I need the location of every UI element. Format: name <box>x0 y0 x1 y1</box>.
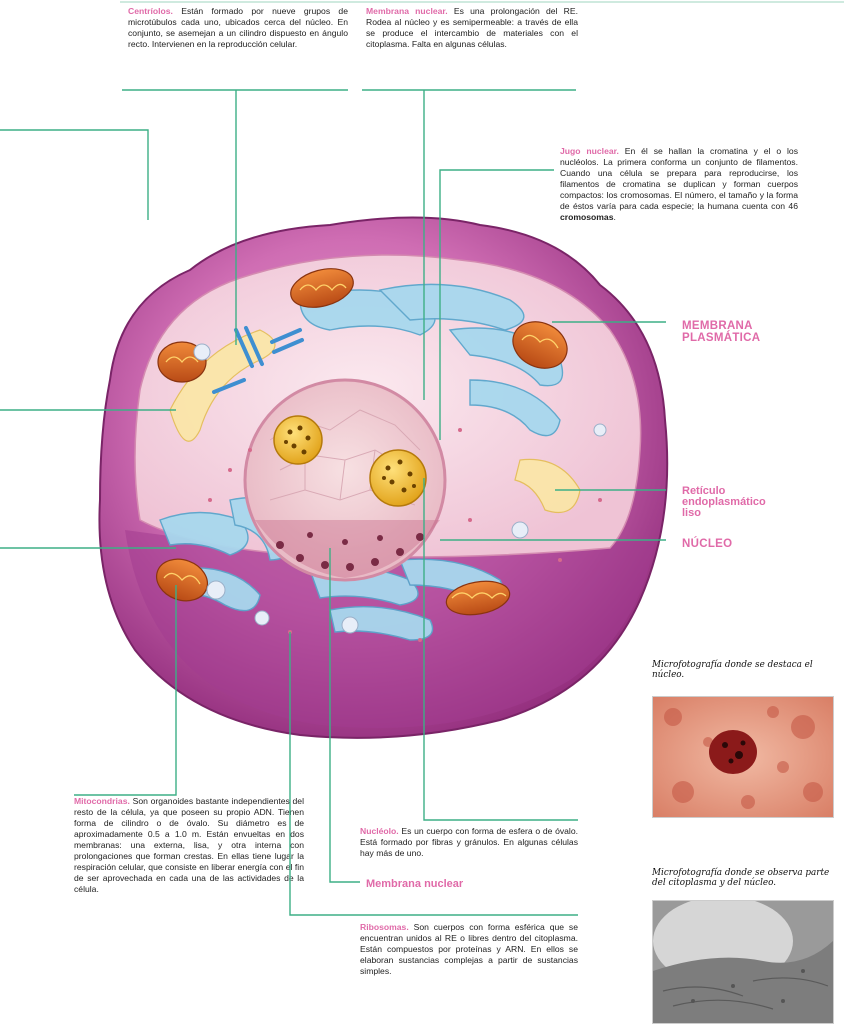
note-mitocondrias: Mitocondrias. Son organoides bastante in… <box>74 796 304 895</box>
note-mitocondrias-text: Son organoides bastante independientes d… <box>74 796 304 894</box>
label-reticulo-liso: Retículo endoplasmático liso <box>682 486 766 519</box>
label-reticulo-line3: liso <box>682 508 766 519</box>
micrograph-nucleus-image <box>652 696 834 818</box>
nucleolus-right <box>370 450 426 506</box>
micrograph-cytoplasm-image <box>652 900 834 1024</box>
note-jugo-nuclear-end: . <box>614 212 616 222</box>
smooth-er <box>170 330 580 513</box>
note-membrana-nuclear-title: Membrana nuclear. <box>366 6 448 16</box>
cytoplasm <box>135 255 641 557</box>
label-membrana-plasmatica-line2: PLASMÁTICA <box>682 332 760 344</box>
centrioles <box>214 328 302 392</box>
note-jugo-nuclear: Jugo nuclear. En él se hallan la cromati… <box>560 146 798 223</box>
nucleus <box>245 380 445 580</box>
nucleolus-left <box>274 416 322 464</box>
note-centriolos-title: Centríolos. <box>128 6 173 16</box>
caption-photo-citoplasma: Microfotografía donde se observa parte d… <box>652 868 842 888</box>
mitochondria <box>151 262 575 619</box>
label-membrana-nuclear-bottom: Membrana nuclear <box>366 878 463 890</box>
note-jugo-nuclear-title: Jugo nuclear. <box>560 146 619 156</box>
note-membrana-nuclear: Membrana nuclear. Es una prolongación de… <box>366 6 578 50</box>
label-nucleo: NÚCLEO <box>682 538 732 550</box>
note-ribosomas-title: Ribosomas. <box>360 922 409 932</box>
label-membrana-plasmatica-line1: MEMBRANA <box>682 320 760 332</box>
note-mitocondrias-title: Mitocondrias. <box>74 796 130 806</box>
note-centriolos: Centríolos. Están formado por nueve grup… <box>128 6 348 50</box>
caption-photo-nucleo: Microfotografía donde se destaca el núcl… <box>652 660 842 680</box>
endoplasmic-reticulum <box>160 284 563 640</box>
note-nucleolo: Nucléolo. Es un cuerpo con forma de esfe… <box>360 826 578 859</box>
label-membrana-plasmatica: MEMBRANA PLASMÁTICA <box>682 320 760 344</box>
note-ribosomas: Ribosomas. Son cuerpos con forma esféric… <box>360 922 578 977</box>
plasma-membrane <box>99 218 667 738</box>
note-nucleolo-title: Nucléolo. <box>360 826 399 836</box>
note-jugo-nuclear-bold: cromosomas <box>560 212 614 222</box>
